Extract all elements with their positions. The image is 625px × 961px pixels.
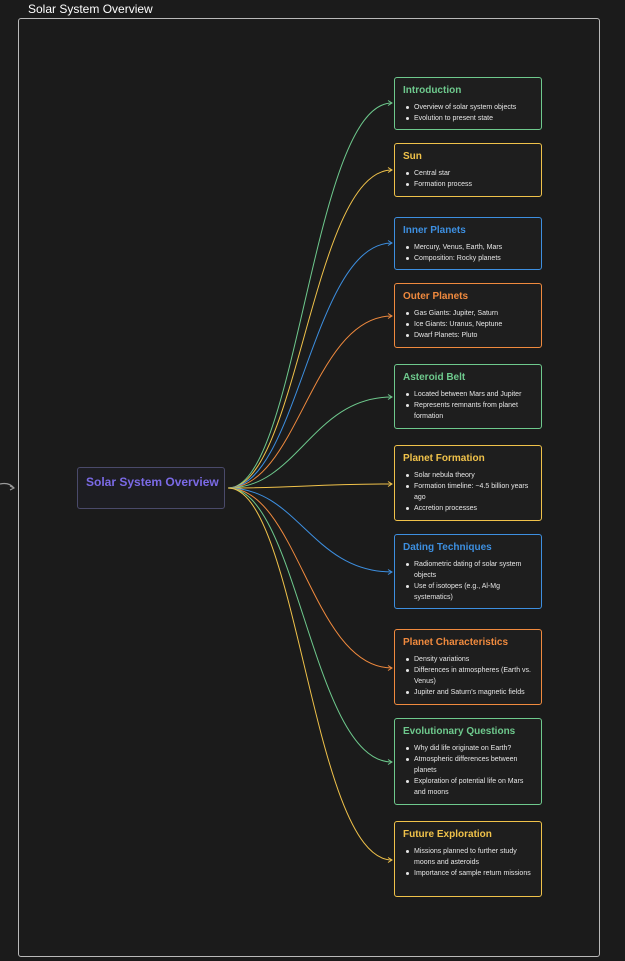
arrowhead-introduction [387,100,393,106]
node-item: Exploration of potential life on Mars an… [403,776,533,798]
arrowhead-sun [387,167,393,173]
node-title: Planet Formation [403,453,485,464]
node-item: Composition: Rocky planets [403,253,533,264]
root-node-label: Solar System Overview [86,475,219,489]
connector-future-exploration [227,487,393,861]
node-item: Mercury, Venus, Earth, Mars [403,242,533,253]
connector-planet-characteristics [227,487,393,669]
connector-sun [227,169,393,489]
connector-outer-planets [227,315,393,489]
node-title: Evolutionary Questions [403,726,516,737]
node-item: Jupiter and Saturn's magnetic fields [403,687,533,698]
node-item: Density variations [403,654,533,665]
arrowhead-planet-characteristics [387,665,393,671]
node-title: Outer Planets [403,291,469,302]
node-title: Planet Characteristics [403,637,509,648]
node-item: Why did life originate on Earth? [403,743,533,754]
arrowhead-outer-planets [387,313,393,319]
node-title: Asteroid Belt [403,372,466,383]
node-item: Overview of solar system objects [403,102,533,113]
node-item: Dwarf Planets: Pluto [403,330,533,341]
root-node[interactable]: Solar System Overview [77,467,225,509]
node-item: Atmospheric differences between planets [403,754,533,776]
node-item: Formation timeline: ~4.5 billion years a… [403,481,533,503]
node-item: Radiometric dating of solar system objec… [403,559,533,581]
node-item: Formation process [403,179,533,190]
arrowhead-evolutionary-questions [387,759,393,765]
connector-dating-techniques [227,487,393,573]
node-title: Sun [403,151,422,162]
arrowhead-asteroid-belt [387,394,393,400]
node-item: Use of isotopes (e.g., Al-Mg systematics… [403,581,533,603]
connector-inner-planets [227,242,393,489]
connector-evolutionary-questions [227,487,393,763]
node-item: Represents remnants from planet formatio… [403,400,533,422]
node-item-list: Radiometric dating of solar system objec… [403,559,533,603]
node-title: Dating Techniques [403,542,492,553]
node-item: Ice Giants: Uranus, Neptune [403,319,533,330]
node-item: Solar nebula theory [403,470,533,481]
node-item: Central star [403,168,533,179]
arrowhead-future-exploration [387,857,393,863]
node-item: Located between Mars and Jupiter [403,389,533,400]
node-item: Differences in atmospheres (Earth vs. Ve… [403,665,533,687]
node-item-list: Why did life originate on Earth?Atmosphe… [403,743,533,798]
node-item: Accretion processes [403,503,533,514]
node-title: Inner Planets [403,225,466,236]
connector-planet-formation [227,483,393,489]
node-item: Evolution to present state [403,113,533,124]
diagram-frame [18,18,600,957]
node-item-list: Missions planned to further study moons … [403,846,533,879]
arrowhead-inner-planets [387,240,393,246]
arrowhead-planet-formation [387,481,393,487]
node-item: Gas Giants: Jupiter, Saturn [403,308,533,319]
node-title: Future Exploration [403,829,492,840]
window-title: Solar System Overview [28,2,153,16]
connector-introduction [227,102,393,489]
incoming-arrowhead [9,485,16,491]
connector-asteroid-belt [227,396,393,489]
node-item: Missions planned to further study moons … [403,846,533,868]
arrowhead-dating-techniques [387,569,393,575]
node-title: Introduction [403,85,462,96]
node-item: Importance of sample return missions [403,868,533,879]
